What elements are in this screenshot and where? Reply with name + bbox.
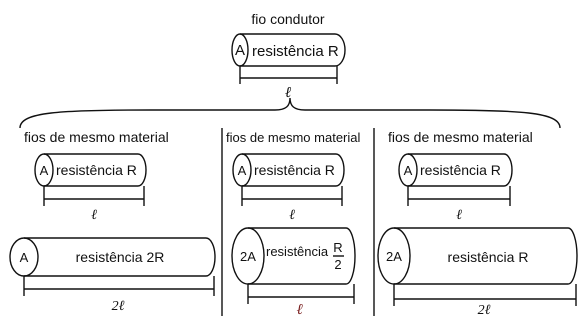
col1-wire2-length: 2ℓ — [112, 299, 125, 314]
col2-wire2-fraction-num: R — [333, 240, 342, 255]
col3-wire2-length: 2ℓ — [478, 303, 491, 318]
col1-wire1-area: A — [40, 163, 49, 178]
col1-wire1 — [34, 153, 147, 206]
top-resistance-label: resistência R — [252, 43, 339, 60]
col2-wire1-resistance: resistência R — [254, 162, 335, 178]
top-title: fio condutor — [251, 11, 324, 27]
col1-wire2-area: A — [20, 250, 29, 265]
col2-wire1-length: ℓ — [289, 208, 295, 223]
col3-wire1-resistance: resistência R — [420, 162, 501, 178]
col3-header: fios de mesmo material — [388, 129, 533, 145]
col2-wire2-area: 2A — [240, 249, 256, 264]
col3-wire2-area: 2A — [386, 249, 402, 264]
col1-wire2-resistance: resistência 2R — [76, 249, 165, 265]
col3-wire2-resistance: resistência R — [448, 249, 529, 265]
top-length-label: ℓ — [285, 85, 291, 101]
col3-wire1-length: ℓ — [456, 208, 462, 223]
top-wire — [231, 33, 346, 84]
col1-wire2 — [9, 237, 216, 296]
col1-wire1-resistance: resistência R — [56, 162, 137, 178]
col2-wire2 — [231, 227, 356, 304]
col2-header: fios de mesmo material — [226, 130, 360, 145]
col2-wire2-resistance-prefix: resistência — [266, 244, 329, 259]
col2-wire2-length: ℓ — [297, 302, 303, 318]
col2-wire1-area: A — [238, 163, 247, 178]
col3-wire2 — [377, 227, 578, 306]
col1-wire1-length: ℓ — [91, 208, 97, 223]
col2-wire2-fraction-den: 2 — [334, 257, 341, 272]
col2-wire1 — [232, 153, 345, 206]
col1-header: fios de mesmo material — [24, 129, 169, 145]
top-area-label: A — [235, 42, 245, 59]
top-wire-body — [240, 33, 346, 67]
col3-wire1 — [398, 153, 513, 206]
brace — [19, 97, 561, 129]
col3-wire1-area: A — [404, 163, 413, 178]
